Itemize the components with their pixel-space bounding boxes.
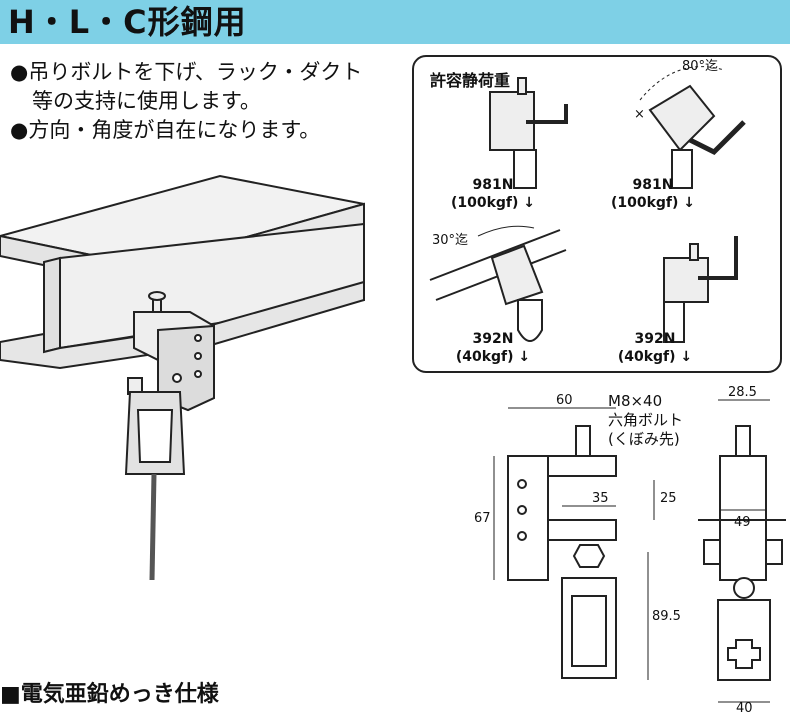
load-1-newtons: 981N (472, 177, 514, 193)
clamp-illustration (124, 291, 215, 581)
front-view-drawing (507, 425, 617, 679)
load-1-kgf: (100kgf) ↓ (450, 195, 536, 211)
title-bar (0, 0, 790, 44)
load-label-1: 981N (100kgf) ↓ (438, 176, 548, 212)
dim-jaw-25: 25 (660, 491, 677, 506)
bolt-type: 六角ボルト (608, 411, 684, 429)
dim-height-67: 67 (474, 511, 491, 526)
dim-inner-49: 49 (734, 515, 751, 530)
side-view-drawing (698, 425, 786, 681)
bullet-1-line-2: 等の支持に使用します。 (32, 89, 261, 113)
load-label-4: 392N (40kgf) ↓ (600, 330, 710, 366)
dim-top-width: 60 (556, 393, 573, 408)
load-4-kgf: (40kgf) ↓ (617, 349, 693, 365)
bolt-tip: (くぼみ先) (608, 430, 680, 448)
load-2-kgf: (100kgf) ↓ (610, 195, 696, 211)
angle-label-30: 30°迄 (432, 233, 468, 248)
page-title: H・L・C形鋼用 (8, 3, 247, 41)
dim-hanger-89-5: 89.5 (652, 609, 681, 624)
load-diagram-3 (429, 229, 567, 342)
feature-bullets: ●吊りボルトを下げ、ラック・ダクト 等の支持に使用します。 ●方向・角度が自在に… (10, 58, 362, 145)
load-label-3: 392N (40kgf) ↓ (438, 330, 548, 366)
dim-side-width: 28.5 (728, 385, 757, 400)
spec-label: ■電気亜鉛めっき仕様 (0, 682, 219, 707)
load-diagram-4 (663, 236, 738, 343)
allowable-static-load-panel: 許容静荷重 (412, 55, 782, 373)
load-diagram-2 (648, 84, 746, 189)
load-2-newtons: 981N (632, 177, 674, 193)
bolt-callout: M8×40 六角ボルト (くぼみ先) (608, 392, 683, 449)
load-3-kgf: (40kgf) ↓ (455, 349, 531, 365)
bullet-1-line-1: ●吊りボルトを下げ、ラック・ダクト (10, 60, 363, 84)
dim-bottom-40: 40 (736, 701, 753, 715)
angle-x-mark: × (634, 107, 645, 122)
dim-inner-35: 35 (592, 491, 609, 506)
load-4-newtons: 392N (634, 331, 676, 347)
angle-label-80: 80°迄 (682, 59, 718, 74)
load-3-newtons: 392N (472, 331, 514, 347)
bolt-size: M8×40 (608, 392, 663, 410)
load-diagram-1 (489, 77, 568, 189)
panel-title: 許容静荷重 (430, 71, 511, 90)
load-label-2: 981N (100kgf) ↓ (598, 176, 708, 212)
bullet-2-line-1: ●方向・角度が自在になります。 (10, 118, 321, 142)
